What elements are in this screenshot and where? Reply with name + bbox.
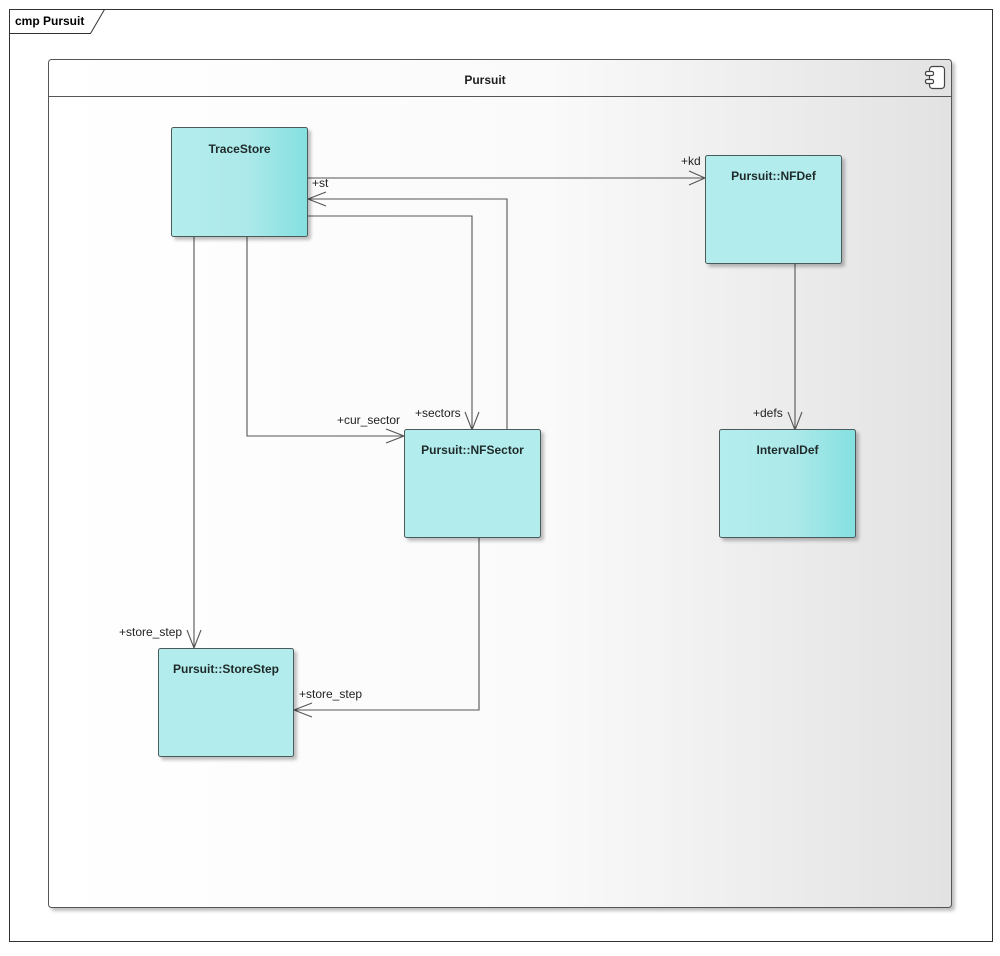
frame-label: cmp Pursuit — [15, 14, 84, 28]
connectors — [186, 170, 803, 718]
node-nfdef-title: Pursuit::NFDef — [731, 169, 817, 183]
node-storestep-title: Pursuit::StoreStep — [173, 662, 279, 676]
node-tracestore-title: TraceStore — [208, 142, 270, 156]
role-kd: +kd — [681, 154, 701, 168]
role-sectors: +sectors — [415, 406, 461, 420]
connector-tracestore-nfsector-sectors[interactable] — [308, 215, 473, 430]
role-labels: +st +kd +cur_sector +sectors +defs +stor… — [119, 154, 783, 701]
node-nfsector-title: Pursuit::NFSector — [421, 443, 524, 457]
component-title: Pursuit — [464, 73, 505, 87]
role-defs: +defs — [753, 406, 783, 420]
role-cur-sector: +cur_sector — [337, 413, 400, 427]
role-st: +st — [312, 176, 329, 190]
node-intervaldef-title: IntervalDef — [756, 443, 819, 457]
node-storestep[interactable]: Pursuit::StoreStep — [158, 648, 294, 757]
node-intervaldef[interactable]: IntervalDef — [719, 429, 856, 538]
role-store-step-right: +store_step — [299, 687, 362, 701]
node-nfdef[interactable]: Pursuit::NFDef — [705, 155, 842, 264]
connector-nfsector-tracestore[interactable] — [308, 198, 508, 430]
frame-tab — [9, 9, 105, 34]
node-nfsector[interactable]: Pursuit::NFSector — [404, 429, 541, 538]
component-icon — [924, 65, 946, 90]
node-tracestore[interactable]: TraceStore — [171, 127, 308, 237]
connector-tracestore-nfsector-cur[interactable] — [246, 231, 404, 437]
role-store-step-left: +store_step — [119, 625, 182, 639]
connector-nfsector-storestep[interactable] — [294, 538, 480, 711]
